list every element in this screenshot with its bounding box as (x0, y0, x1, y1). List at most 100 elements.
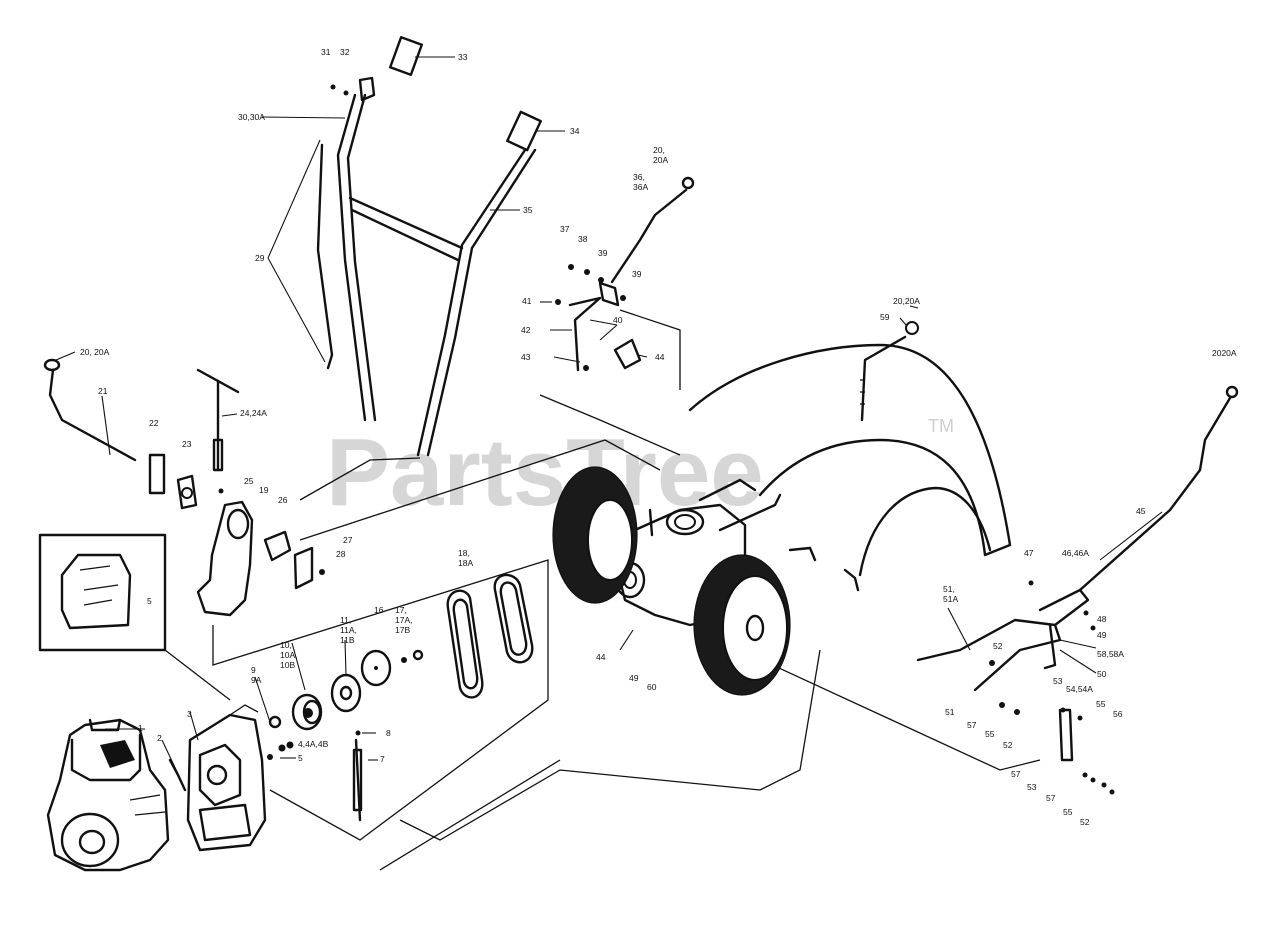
callout-52a: 52 (993, 641, 1003, 651)
callout-4: 4,4A,4B (298, 739, 329, 749)
callout-53b: 53 (1027, 782, 1037, 792)
decal-inset (38, 533, 231, 701)
callout-46: 46,46A (1062, 548, 1089, 558)
right-wheel (693, 554, 791, 696)
callout-17: 17, (395, 605, 407, 615)
callout-27: 27 (343, 535, 353, 545)
callout-10b: 10B (280, 660, 295, 670)
callout-29: 29 (255, 253, 265, 263)
callout-49a: 49 (629, 673, 639, 683)
engine (46, 718, 170, 872)
depth-stake-rod (860, 321, 919, 422)
callout-18: 18, (458, 548, 470, 558)
callout-57b: 57 (1011, 769, 1021, 779)
callout-11a: 11A, (340, 625, 357, 635)
tine-shield (688, 343, 1012, 592)
callout-16: 16 (374, 605, 384, 615)
callout-23: 23 (182, 439, 192, 449)
callout-51b: 51 (945, 707, 955, 717)
callout-36a: 36A (633, 182, 648, 192)
callout-52c: 52 (1080, 817, 1090, 827)
callout-53a: 53 (1053, 676, 1063, 686)
clutch-arm (196, 488, 325, 617)
left-wheel (552, 466, 638, 604)
callout-35: 35 (523, 205, 533, 215)
callout-39b: 39 (632, 269, 642, 279)
callout-20-20a-right: 20,20A (893, 296, 920, 306)
drive-pulley-assembly (291, 649, 424, 731)
callout-2020a: 2020A (1212, 348, 1237, 358)
callout-9: 9 (251, 665, 256, 675)
callout-59: 59 (880, 312, 890, 322)
callout-19: 19 (259, 485, 269, 495)
callout-11b: 11B (340, 635, 355, 645)
callout-57c: 57 (1046, 793, 1056, 803)
callout-31: 31 (321, 47, 331, 57)
callout-45: 45 (1136, 506, 1146, 516)
callout-21: 21 (98, 386, 108, 396)
callout-38: 38 (578, 234, 588, 244)
callout-8: 8 (386, 728, 391, 738)
callout-leader-lines (55, 56, 1163, 779)
t-handle-rod (196, 368, 240, 472)
callout-42: 42 (521, 325, 531, 335)
callout-32: 32 (340, 47, 350, 57)
callout-22: 22 (149, 418, 159, 428)
long-control-rod (1078, 385, 1239, 592)
callout-33: 33 (458, 52, 468, 62)
callout-5: 5 (298, 753, 303, 763)
callout-34: 34 (570, 126, 580, 136)
callout-11: 11, (340, 615, 351, 625)
callout-51: 51, (943, 584, 955, 594)
callout-5-decal: 5 (147, 596, 152, 606)
handlebar-assembly (316, 36, 542, 457)
callout-56: 56 (1113, 709, 1123, 719)
callout-57a: 57 (967, 720, 977, 730)
callout-20: 20, (653, 145, 665, 155)
callout-36: 36, (633, 172, 645, 182)
callout-47: 47 (1024, 548, 1034, 558)
callout-55b: 55 (985, 729, 995, 739)
callout-44a: 44 (655, 352, 665, 362)
callout-10: 10, (280, 640, 292, 650)
callout-2: 2 (157, 733, 162, 743)
callout-18a: 18A (458, 558, 473, 568)
callout-55a: 55 (1096, 699, 1106, 709)
callout-49b: 49 (1097, 630, 1107, 640)
callout-17b: 17B (395, 625, 410, 635)
callout-24: 24,24A (240, 408, 267, 418)
callout-9a: 9A (251, 675, 262, 685)
callout-41: 41 (522, 296, 532, 306)
assembly-guide-lines (212, 309, 1041, 871)
callout-10a: 10A, (280, 650, 298, 660)
callout-20-20a-left: 20, 20A (80, 347, 110, 357)
callout-48: 48 (1097, 614, 1107, 624)
watermark-trademark: TM (928, 416, 954, 436)
small-fasteners-group (267, 715, 363, 822)
callout-labels: 31 32 33 30,30A 34 35 29 20, 20A 36, 36A… (80, 47, 1237, 827)
callout-51a: 51A (943, 594, 958, 604)
callout-17a: 17A, (395, 615, 413, 625)
callout-26: 26 (278, 495, 288, 505)
callout-39a: 39 (598, 248, 608, 258)
throttle-control-rod (43, 358, 198, 510)
callout-30: 30,30A (238, 112, 265, 122)
callout-55c: 55 (1063, 807, 1073, 817)
engine-mount-bracket (168, 704, 267, 852)
shift-lever-assembly (555, 176, 695, 372)
callout-60: 60 (647, 682, 657, 692)
callout-43: 43 (521, 352, 531, 362)
callout-1: 1 (138, 723, 143, 733)
callout-40: 40 (613, 315, 623, 325)
callout-50: 50 (1097, 669, 1107, 679)
callout-58: 58,58A (1097, 649, 1124, 659)
callout-20a: 20A (653, 155, 668, 165)
callout-7: 7 (380, 754, 385, 764)
callout-37: 37 (560, 224, 570, 234)
callout-54: 54,54A (1066, 684, 1093, 694)
depth-adjust-bracket (916, 580, 1115, 795)
drive-belts (446, 573, 534, 699)
callout-25: 25 (244, 476, 254, 486)
callout-28: 28 (336, 549, 346, 559)
